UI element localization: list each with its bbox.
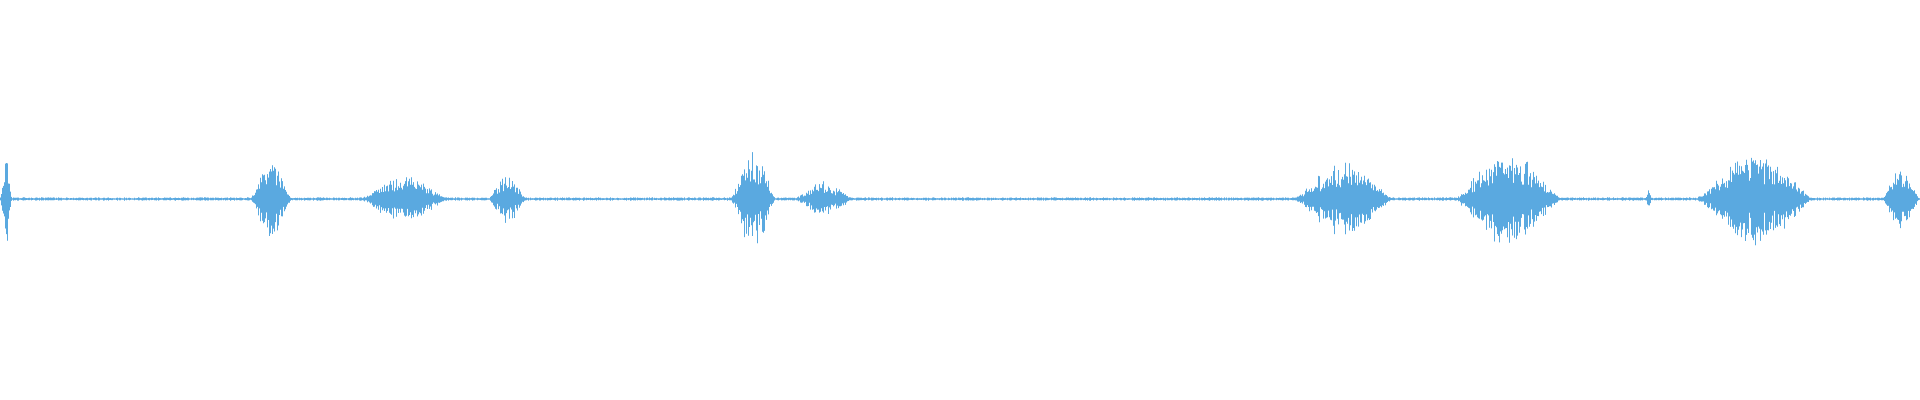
- waveform-burst-11: [1882, 167, 1920, 232]
- waveform-burst-2: [250, 157, 292, 240]
- waveform-burst-1: [0, 150, 12, 249]
- waveform-burst-5: [730, 147, 776, 251]
- waveform-burst-9: [1645, 186, 1651, 212]
- waveform-burst-6: [793, 181, 854, 217]
- waveform-series: [0, 147, 1920, 251]
- waveform-burst-7: [1292, 160, 1394, 238]
- waveform-burst-3: [357, 176, 451, 223]
- waveform-burst-4: [488, 173, 526, 225]
- waveform-burst-8: [1452, 150, 1563, 249]
- waveform-burst-10: [1693, 150, 1814, 249]
